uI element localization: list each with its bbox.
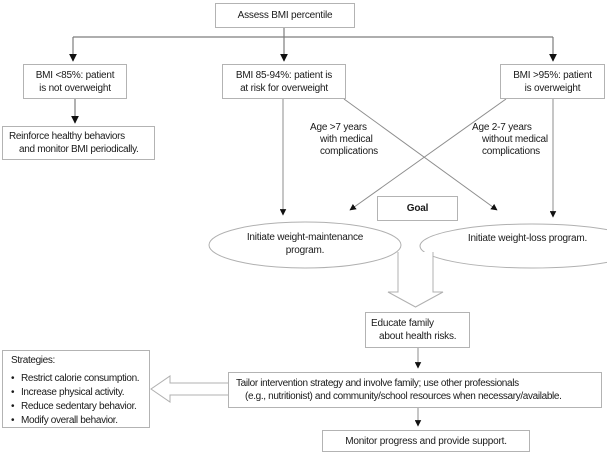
educate-line1: Educate family [371,318,434,329]
strategies-item: Reduce sedentary behavior. [11,400,149,414]
age-over-7-label: Age >7 years with medical complications [310,122,378,158]
weight-maintenance-ellipse-text: Initiate weight-maintenance program. [213,231,397,257]
bmi-over-95-line1: BMI >95%: patient [513,69,592,81]
tailor-line1: Tailor intervention strategy and involve… [236,378,519,389]
monitor-label: Monitor progress and provide support. [345,435,507,447]
bmi-over-95-line2: is overweight [524,82,581,94]
bmi-under-85-line1: BMI <85%: patient [35,69,115,81]
weight-loss-ellipse-text: Initiate weight-loss program. [440,232,607,245]
strategies-heading: Strategies: [11,355,55,366]
down-block-arrow [387,252,444,308]
strategies-item: Modify overall behavior. [11,414,149,428]
bmi-under-85-box: BMI <85%: patient is not overweight [23,64,127,99]
strategies-item: Restrict calorie consumption. [11,372,149,386]
educate-family-box: Educate family about health risks. [365,312,470,348]
strategies-list: Restrict calorie consumption. Increase p… [11,372,149,428]
age-over-7-line1: Age >7 years [310,122,367,133]
weight-maintenance-line1: Initiate weight-maintenance [246,232,364,243]
weight-maintenance-line2: program. [285,245,325,256]
reinforce-line1: Reinforce healthy behaviors [9,131,125,142]
tailor-intervention-box: Tailor intervention strategy and involve… [228,372,602,408]
strategies-box: Strategies: Restrict calorie consumption… [2,350,150,428]
monitor-progress-box: Monitor progress and provide support. [322,430,530,452]
age-2-7-line3: complications [482,146,540,157]
weight-maintenance-ellipse [208,221,402,269]
assess-bmi-box: Assess BMI percentile [215,3,355,28]
bmi-85-94-box: BMI 85-94%: patient is at risk for overw… [222,64,346,99]
age-2-7-line2: without medical [482,134,548,145]
arrow-high-to-maintenance-diagonal [349,98,507,211]
educate-line2: about health risks. [379,331,457,342]
weight-loss-ellipse [419,223,607,269]
assess-bmi-label: Assess BMI percentile [237,10,333,21]
arrow-mid-to-loss-diagonal [343,98,498,211]
goal-label: Goal [406,203,429,214]
bmi-85-94-line2: at risk for overweight [240,82,328,94]
goal-label-box: Goal [377,196,458,221]
age-2-7-label: Age 2-7 years without medical complicati… [472,122,548,158]
weight-loss-line1: Initiate weight-loss program. [467,233,588,244]
age-2-7-line1: Age 2-7 years [472,122,532,133]
left-block-arrow [150,375,228,403]
strategies-item: Increase physical activity. [11,386,149,400]
bmi-under-85-line2: is not overweight [39,82,111,94]
age-over-7-line3: complications [320,146,378,157]
age-over-7-line2: with medical [320,134,373,145]
reinforce-line2: and monitor BMI periodically. [19,144,139,155]
tailor-line2: (e.g., nutritionist) and community/schoo… [245,391,562,402]
bmi-over-95-box: BMI >95%: patient is overweight [500,64,605,99]
reinforce-behaviors-box: Reinforce healthy behaviors and monitor … [2,126,155,160]
bmi-85-94-line1: BMI 85-94%: patient is [235,69,333,81]
